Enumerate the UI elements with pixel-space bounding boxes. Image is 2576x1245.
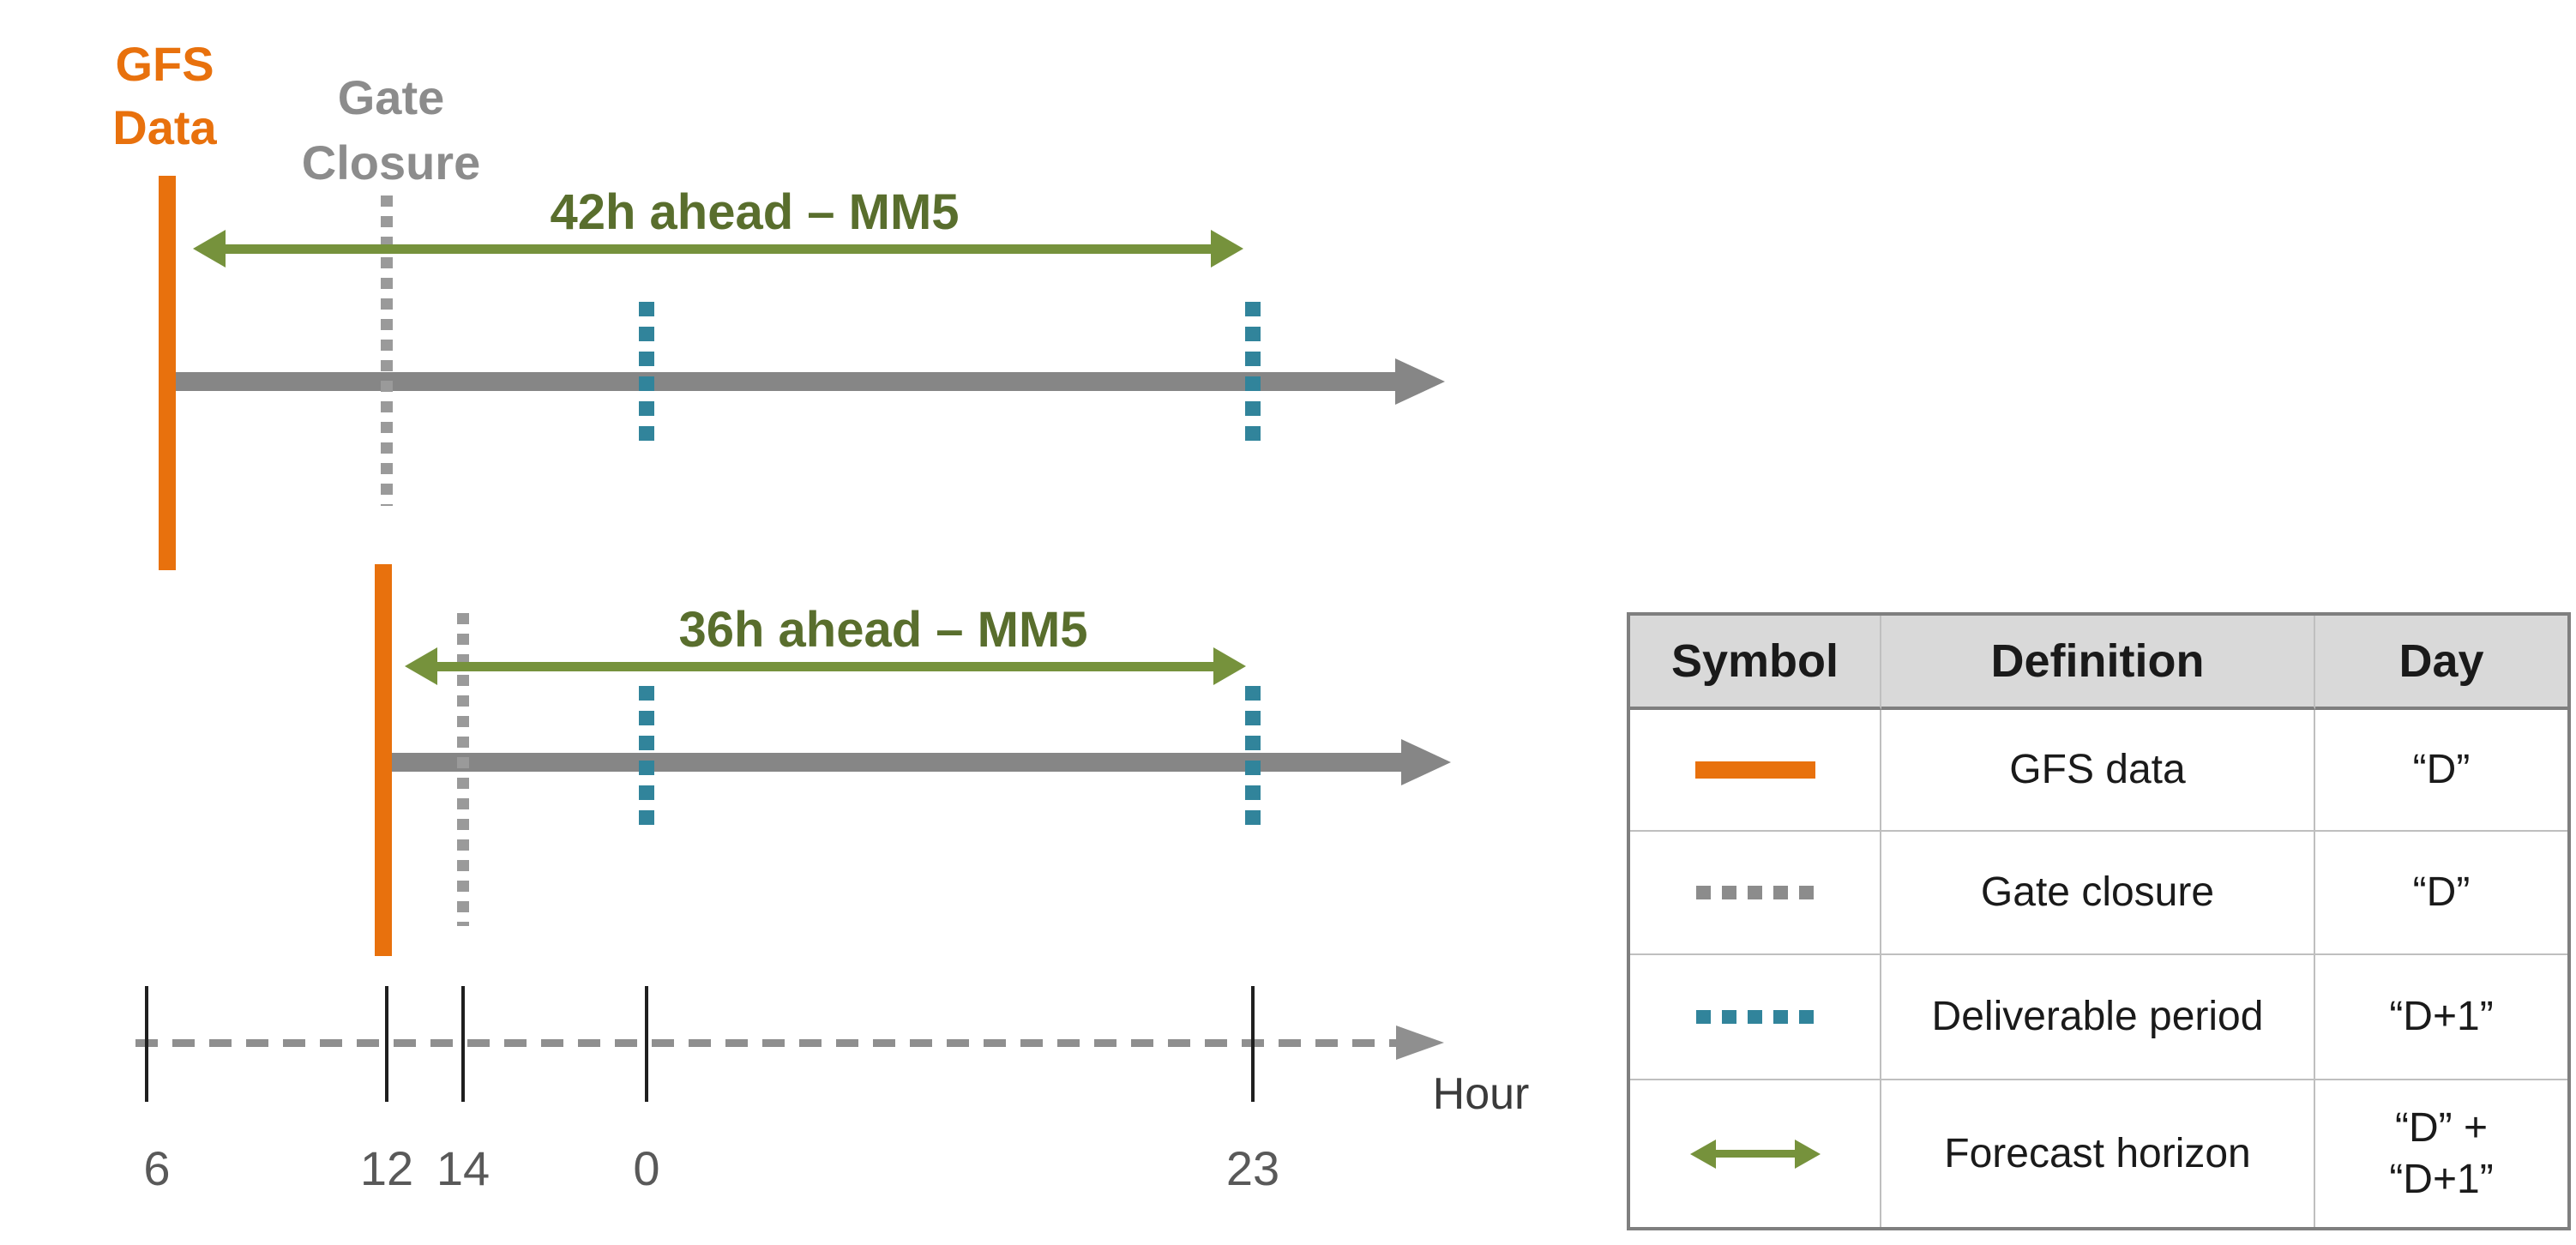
timeline-right-head-icon: [1395, 358, 1445, 405]
gfs-data-line-icon: [1694, 761, 1815, 779]
hour-axis-line: [135, 1039, 1396, 1047]
axis-tick-23: [1251, 986, 1255, 1102]
arrow-shaft: [226, 244, 1211, 254]
axis-tick-label-6: 6: [143, 1141, 171, 1195]
horizon-label-run1: 42h ahead – MM5: [550, 184, 960, 240]
deliverable-start-line-run2: [639, 686, 654, 832]
axis-tick-14: [461, 986, 465, 1102]
legend-definition-cell: GFS data: [1881, 710, 2315, 832]
legend-definition-cell: Forecast horizon: [1881, 1080, 2315, 1227]
timeline-right-head-icon: [1401, 739, 1451, 785]
gate-closure-label-line2: Closure: [301, 135, 481, 189]
gate-closure-line-run1: [381, 195, 393, 506]
gate-closure-label: Gate Closure: [262, 65, 520, 195]
arrow-right-head-icon: [1211, 230, 1243, 268]
gfs-data-label: GFS Data: [36, 33, 293, 159]
axis-tick-12: [385, 986, 388, 1102]
arrow-right-head-icon: [1794, 1139, 1821, 1169]
timeline-shaft: [383, 753, 1401, 772]
timeline-arrow-run2: [383, 739, 1451, 785]
horizon-label-run2: 36h ahead – MM5: [678, 602, 1088, 658]
gate-closure-label-line1: Gate: [337, 70, 445, 124]
forecast-horizon-arrow-run2: [405, 647, 1246, 685]
timeline-arrow-run1: [167, 358, 1445, 405]
gfs-data-line-run1: [159, 176, 176, 570]
arrow-shaft: [437, 661, 1213, 671]
timeline-shaft: [167, 372, 1395, 391]
forecast-horizon-arrow-icon: [1689, 1139, 1821, 1169]
arrow-right-head-icon: [1213, 647, 1246, 685]
legend-header-symbol: Symbol: [1630, 616, 1881, 710]
legend-symbol-cell: [1630, 955, 1881, 1080]
legend-symbol-cell: [1630, 710, 1881, 832]
axis-tick-label-14: 14: [436, 1141, 491, 1195]
legend-day-cell: “D+1”: [2315, 955, 2567, 1080]
gfs-data-label-line2: Data: [112, 100, 217, 154]
deliverable-end-line-run1: [1245, 302, 1261, 446]
hour-axis-arrow-icon: [1396, 1025, 1444, 1060]
deliverable-end-line-run2: [1245, 686, 1261, 832]
axis-tick-label-12: 12: [359, 1141, 414, 1195]
axis-tick-label-0: 0: [633, 1141, 660, 1195]
gfs-data-label-line1: GFS: [115, 37, 214, 91]
arrow-shaft: [1715, 1150, 1795, 1158]
axis-tick-0: [645, 986, 648, 1102]
gate-closure-line-icon: [1696, 886, 1814, 899]
legend-header-definition: Definition: [1881, 616, 2315, 710]
arrow-left-head-icon: [1689, 1139, 1716, 1169]
arrow-left-head-icon: [193, 230, 226, 268]
forecast-horizon-arrow-run1: [193, 230, 1243, 268]
legend-definition-cell: Deliverable period: [1881, 955, 2315, 1080]
legend-day-cell: “D” + “D+1”: [2389, 1104, 2494, 1202]
axis-tick-6: [145, 986, 148, 1102]
deliverable-start-line-run1: [639, 302, 654, 446]
legend-day-cell: “D”: [2315, 710, 2567, 832]
legend-header-day: Day: [2315, 616, 2567, 710]
axis-tick-label-23: 23: [1225, 1141, 1280, 1195]
arrow-left-head-icon: [405, 647, 437, 685]
legend-table: Symbol Definition Day GFS data “D” Gate …: [1627, 612, 2571, 1230]
deliverable-period-line-icon: [1696, 1010, 1814, 1024]
legend-symbol-cell: [1630, 1080, 1881, 1227]
axis-title: Hour: [1432, 1069, 1530, 1119]
legend-day-cell: “D”: [2315, 832, 2567, 955]
legend-definition-cell: Gate closure: [1881, 832, 2315, 955]
gfs-data-line-run2: [375, 564, 392, 956]
gate-closure-line-run2: [457, 613, 469, 926]
legend-symbol-cell: [1630, 832, 1881, 955]
